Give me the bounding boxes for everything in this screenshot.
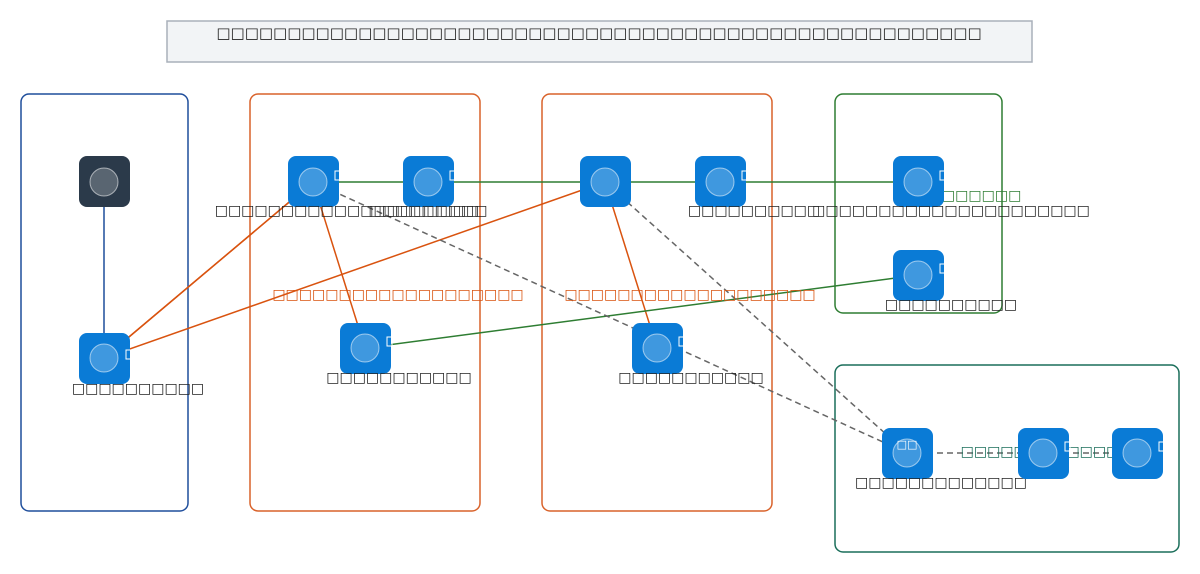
group-middle-right: [541, 93, 773, 512]
node-d1-box: [893, 156, 944, 207]
edge-b1-a1: [102, 181, 314, 360]
edge-label-green-top: □□□□□□□: [929, 188, 1022, 204]
node-b2-box: [403, 156, 454, 207]
node-a1-icon: [89, 343, 119, 373]
node-c3-tag-icon: [678, 336, 685, 347]
node-e2[interactable]: [1018, 428, 1071, 479]
node-c3-icon: [642, 333, 672, 363]
group-containers: [20, 93, 1180, 553]
node-b3[interactable]: □□□□□□□□□□□: [326, 323, 472, 386]
node-e1-icon: [892, 438, 922, 468]
node-a0-box: [79, 156, 130, 207]
group-bottom-right: [834, 364, 1180, 553]
node-e3[interactable]: [1112, 428, 1165, 479]
node-b3-icon: [350, 333, 380, 363]
edge-label-orange-right: □□□□□□□□□□□□□□□□□□□: [564, 287, 815, 303]
node-d2-label: □□□□□□□□□□: [885, 297, 1017, 313]
node-b2-label: □□□□□□□□□: [368, 203, 487, 219]
node-e2-icon: [1028, 438, 1058, 468]
node-d1-label: □□□□□□□□□□□□□□□□□□□□□: [812, 203, 1090, 219]
node-e2-tag-icon: [1064, 441, 1071, 452]
edge-c1-e1: [604, 181, 909, 455]
node-d2-icon: [903, 260, 933, 290]
node-c3[interactable]: □□□□□□□□□□□: [618, 323, 764, 386]
edge-b1-b3: [312, 181, 367, 350]
group-middle-left: [249, 93, 481, 512]
node-b2[interactable]: □□□□□□□□□: [368, 156, 488, 219]
title-box: □□□□□□□□□□□□□□□□□□□□□□□□□□□□□□□□□□□□□□□□…: [166, 20, 1033, 63]
node-d2-tag-icon: [939, 263, 946, 274]
node-c2-icon: [705, 167, 735, 197]
node-c2-label: □□□□□□□□□□: [688, 203, 820, 219]
node-b3-label: □□□□□□□□□□□: [326, 370, 472, 386]
node-e1-box: [882, 428, 933, 479]
node-a1-label: □□□□□□□□□□: [72, 381, 204, 397]
node-a1-box: [79, 333, 130, 384]
node-a1-tag-icon: [125, 349, 132, 360]
edges: [99, 177, 1139, 458]
node-d1-tag-icon: [939, 170, 946, 181]
edge-a1-c1: [103, 180, 607, 359]
group-top-right: [834, 93, 1003, 314]
node-a0-icon: [89, 167, 119, 197]
node-c2-tag-icon: [741, 170, 748, 181]
node-a1[interactable]: □□□□□□□□□□: [72, 333, 204, 397]
group-left: [20, 93, 189, 512]
node-e1-badge: □□: [897, 438, 918, 451]
node-c2[interactable]: □□□□□□□□□□: [688, 156, 820, 219]
node-a0[interactable]: [79, 156, 130, 207]
node-b1-icon: [298, 167, 328, 197]
node-e3-box: [1112, 428, 1163, 479]
edge-b3-d2: [364, 271, 920, 349]
node-c1-icon: [590, 167, 620, 197]
node-e3-tag-icon: [1158, 441, 1165, 452]
node-b3-tag-icon: [386, 336, 393, 347]
diagram-title: □□□□□□□□□□□□□□□□□□□□□□□□□□□□□□□□□□□□□□□□…: [216, 24, 981, 42]
node-c1[interactable]: [580, 156, 631, 207]
edge-c1-c3: [604, 181, 659, 350]
node-d2-box: [893, 250, 944, 301]
node-b2-tag-icon: [449, 170, 456, 181]
node-b3-box: [340, 323, 391, 374]
node-c1-box: [580, 156, 631, 207]
node-d2[interactable]: □□□□□□□□□□: [885, 250, 1017, 313]
nodes: □□□□□□□□□□ □□□□□□□□□□□□□□□□□□□□ □□□□□□□□…: [72, 156, 1165, 491]
node-d1-icon: [903, 167, 933, 197]
node-b1-tag-icon: [334, 170, 341, 181]
node-e2-box: [1018, 428, 1069, 479]
node-b2-icon: [413, 167, 443, 197]
node-c3-label: □□□□□□□□□□□: [618, 370, 764, 386]
edge-labels: □□□□□□□□□□□□□□□□□□□ □□□□□□□□□□□□□□□□□□□ …: [272, 188, 1119, 460]
node-b1-box: [288, 156, 339, 207]
node-c3-box: [632, 323, 683, 374]
node-e1-label: □□□□□□□□□□□□□: [855, 475, 1027, 491]
node-e3-icon: [1122, 438, 1152, 468]
node-e1[interactable]: □□ □□□□□□□□□□□□□: [855, 428, 1027, 491]
edge-label-orange-left: □□□□□□□□□□□□□□□□□□□: [272, 287, 523, 303]
edge-b1-e1: [312, 181, 909, 454]
node-d1[interactable]: □□□□□□□□□□□□□□□□□□□□□: [812, 156, 1090, 219]
node-c2-box: [695, 156, 746, 207]
